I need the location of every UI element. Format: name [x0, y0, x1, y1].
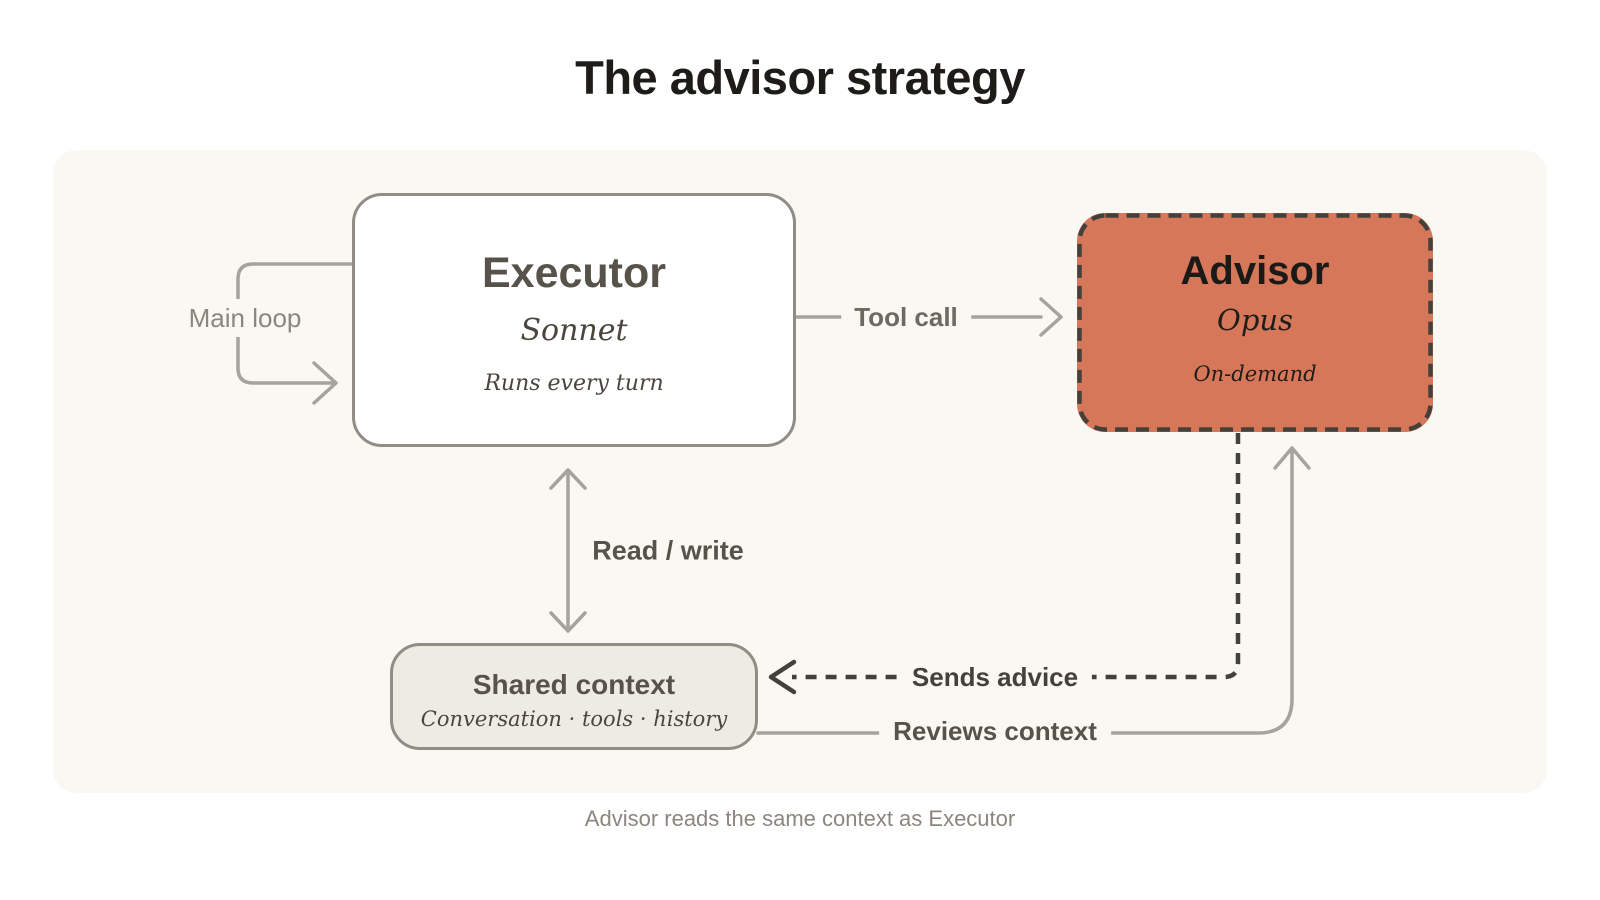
main-loop-label: Main loop: [184, 299, 306, 337]
executor-model: Sonnet: [520, 313, 628, 348]
advisor-model: Opus: [1217, 303, 1293, 337]
page-title: The advisor strategy: [575, 51, 1025, 104]
shared-context-note: Conversation · tools · history: [420, 707, 728, 731]
diagram-caption: Advisor reads the same context as Execut…: [584, 806, 1016, 831]
tool-call-label: Tool call: [841, 299, 971, 335]
shared-context-node: Shared context Conversation · tools · hi…: [390, 643, 758, 750]
shared-context-title: Shared context: [472, 669, 676, 700]
advisor-dashed-border: [1077, 213, 1433, 432]
advisor-node: Advisor Opus On-demand: [1077, 213, 1433, 432]
executor-node: Executor Sonnet Runs every turn: [352, 193, 796, 447]
read-write-label: Read / write: [592, 535, 744, 566]
advisor-title: Advisor: [1180, 249, 1330, 293]
sends-advice-label: Sends advice: [897, 659, 1093, 695]
advisor-note: On-demand: [1193, 361, 1317, 386]
executor-title: Executor: [481, 249, 666, 297]
reviews-context-label: Reviews context: [879, 713, 1111, 749]
executor-note: Runs every turn: [484, 371, 664, 396]
